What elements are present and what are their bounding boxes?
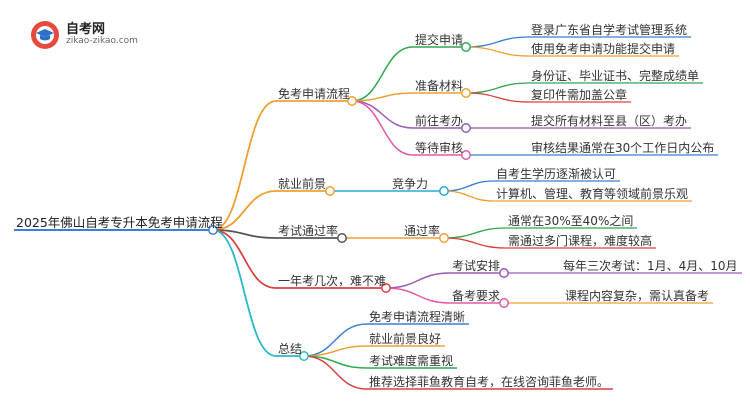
leaf-connector bbox=[443, 190, 495, 202]
leaf-submit-to-office[interactable]: 提交所有材料至县（区）考办 bbox=[531, 114, 688, 128]
leaf-login-system[interactable]: 登录广东省自学考试管理系统 bbox=[531, 23, 688, 37]
branch-connector bbox=[212, 190, 277, 231]
logo-title: 自考网 bbox=[66, 22, 106, 37]
logo-url: zikao-zikao.com bbox=[66, 36, 138, 46]
branch-connector bbox=[212, 229, 277, 289]
branch-node-dot bbox=[325, 186, 335, 196]
leaf-connector bbox=[443, 227, 507, 239]
branch-summary[interactable]: 总结 bbox=[278, 342, 303, 356]
node-go-to-office[interactable]: 前往考办 bbox=[415, 114, 464, 128]
leaf-copies-stamped[interactable]: 复印件需加盖公章 bbox=[531, 88, 628, 102]
node-submit-application[interactable]: 提交申请 bbox=[415, 33, 464, 47]
leaf-connector bbox=[465, 82, 530, 94]
branch-node-dot bbox=[347, 96, 357, 106]
branch-exemption-process[interactable]: 免考申请流程 bbox=[278, 87, 351, 101]
child-node-dot bbox=[439, 186, 449, 196]
branch-connector bbox=[212, 229, 277, 239]
graduation-cap-icon bbox=[31, 21, 59, 49]
child-connector bbox=[385, 287, 451, 304]
child-node-dot bbox=[499, 298, 509, 308]
child-connector bbox=[351, 100, 414, 129]
node-await-review[interactable]: 等待审核 bbox=[415, 141, 464, 155]
child-connector bbox=[385, 272, 451, 289]
branch-node-dot bbox=[337, 233, 347, 243]
branch-exam-frequency[interactable]: 一年考几次，难不难 bbox=[278, 274, 387, 288]
node-competitiveness[interactable]: 竞争力 bbox=[392, 177, 429, 191]
child-node-dot bbox=[439, 233, 449, 243]
branch-node-dot bbox=[381, 283, 391, 293]
child-connector bbox=[303, 355, 368, 390]
leaf-pass-rate-range[interactable]: 通常在30%至40%之间 bbox=[508, 214, 634, 228]
child-connector bbox=[351, 92, 414, 102]
node-pass-rate[interactable]: 通过率 bbox=[404, 224, 441, 238]
root-topic[interactable]: 2025年佛山自考专升本免考申请流程 bbox=[16, 215, 223, 230]
branch-pass-rate[interactable]: 考试通过率 bbox=[278, 224, 339, 238]
branch-connector bbox=[212, 100, 277, 231]
leaf-fields-optimistic[interactable]: 计算机、管理、教育等领域前景乐观 bbox=[496, 187, 689, 201]
leaf-connector bbox=[443, 237, 507, 249]
site-logo: 自考网 zikao-zikao.com bbox=[30, 18, 150, 52]
child-node-dot bbox=[461, 88, 471, 98]
node-prepare-materials[interactable]: 准备材料 bbox=[415, 79, 464, 93]
root-node-dot bbox=[208, 225, 218, 235]
node-good-prospects[interactable]: 就业前景良好 bbox=[369, 332, 442, 346]
leaf-three-exams[interactable]: 每年三次考试：1月、4月、10月 bbox=[563, 259, 738, 273]
node-prep-requirements[interactable]: 备考要求 bbox=[452, 289, 501, 303]
child-connector bbox=[351, 46, 414, 102]
leaf-connector bbox=[443, 180, 495, 192]
node-recommend-feiyu[interactable]: 推荐选择菲鱼教育自考，在线咨询菲鱼老师。 bbox=[369, 375, 610, 389]
branch-node-dot bbox=[299, 351, 309, 361]
branch-employment-prospects[interactable]: 就业前景 bbox=[278, 177, 327, 191]
child-node-dot bbox=[461, 123, 471, 133]
node-exam-schedule[interactable]: 考试安排 bbox=[452, 259, 501, 273]
leaf-connector bbox=[465, 46, 530, 57]
child-node-dot bbox=[461, 150, 471, 160]
leaf-use-exemption-function[interactable]: 使用免考申请功能提交申请 bbox=[531, 42, 676, 56]
leaf-multiple-courses[interactable]: 需通过多门课程，难度较高 bbox=[508, 234, 653, 248]
branch-connector bbox=[212, 229, 277, 357]
node-clear-process[interactable]: 免考申请流程清晰 bbox=[369, 310, 466, 324]
leaf-review-30-days[interactable]: 审核结果通常在30个工作日内公布 bbox=[531, 141, 715, 155]
child-node-dot bbox=[499, 268, 509, 278]
leaf-connector bbox=[465, 36, 530, 48]
child-node-dot bbox=[461, 42, 471, 52]
child-connector bbox=[351, 100, 414, 156]
leaf-id-documents[interactable]: 身份证、毕业证书、完整成绩单 bbox=[531, 69, 700, 83]
leaf-degree-recognized[interactable]: 自考生学历逐渐被认可 bbox=[496, 167, 617, 181]
leaf-connector bbox=[465, 92, 530, 103]
node-difficulty-attention[interactable]: 考试难度需重视 bbox=[369, 354, 454, 368]
leaf-complex-content[interactable]: 课程内容复杂，需认真备考 bbox=[565, 289, 710, 303]
